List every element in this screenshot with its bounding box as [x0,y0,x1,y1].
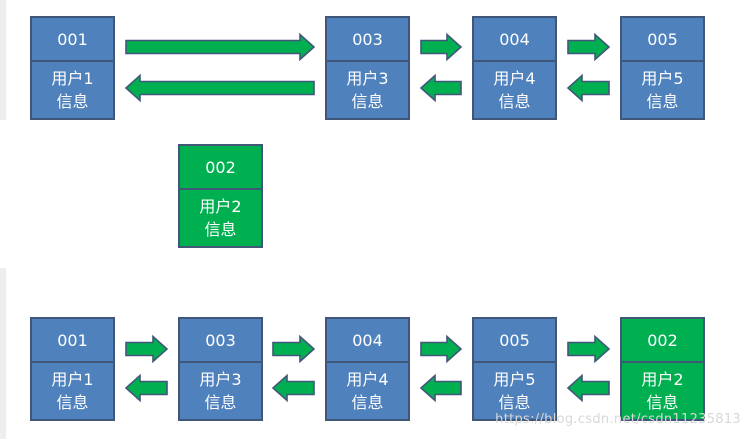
arrow-next-005-002 [567,334,611,364]
bottom-node-003: 003 用户3 信息 [178,317,263,421]
node-id: 002 [622,319,703,363]
node-label: 用户5 [493,370,536,389]
node-label: 用户3 [346,69,389,88]
node-id: 002 [180,146,261,190]
arrow-prev-005-004 [566,73,610,103]
top-node-001: 001 用户1 信息 [30,16,115,120]
node-id: 003 [180,319,261,363]
node-id: 004 [327,319,408,363]
bottom-node-001: 001 用户1 信息 [30,317,115,421]
node-info: 用户1 信息 [32,363,113,419]
arrow-prev-003-001 [124,73,315,103]
node-info: 用户5 信息 [622,62,703,118]
node-info: 用户2 信息 [622,363,703,419]
node-info-text: 信息 [351,92,384,111]
node-info-text: 信息 [204,393,237,412]
node-info: 用户4 信息 [327,363,408,419]
arrow-next-004-005 [567,32,611,62]
node-label: 用户3 [199,370,242,389]
node-label: 用户2 [199,197,242,216]
arrow-prev-004-003 [419,73,462,103]
arrow-next-001-003 [125,32,316,62]
node-label: 用户1 [51,370,94,389]
node-info: 用户2 信息 [180,190,261,246]
arrow-prev-005-004 [419,373,462,403]
node-id: 005 [474,319,555,363]
arrow-next-004-005 [420,334,463,364]
bottom-node-005: 005 用户5 信息 [472,317,557,421]
node-info-text: 信息 [351,393,384,412]
node-info-text: 信息 [56,393,89,412]
node-info: 用户4 信息 [474,62,555,118]
node-label: 用户4 [493,69,536,88]
node-id: 005 [622,18,703,62]
new-node-002: 002 用户2 信息 [178,144,263,248]
node-info-text: 信息 [498,393,531,412]
node-info: 用户1 信息 [32,62,113,118]
node-id: 004 [474,18,555,62]
node-info: 用户5 信息 [474,363,555,419]
arrow-next-003-004 [420,32,463,62]
arrow-next-003-004 [272,334,316,364]
node-info-text: 信息 [646,92,679,111]
left-edge-strip-top [0,0,6,120]
watermark: https://blog.csdn.net/csdn11235813 [495,412,741,427]
bottom-node-002: 002 用户2 信息 [620,317,705,421]
top-node-003: 003 用户3 信息 [325,16,410,120]
node-label: 用户4 [346,370,389,389]
node-info-text: 信息 [56,92,89,111]
node-id: 001 [32,18,113,62]
node-id: 001 [32,319,113,363]
top-node-005: 005 用户5 信息 [620,16,705,120]
arrow-next-001-003 [125,334,169,364]
bottom-node-004: 004 用户4 信息 [325,317,410,421]
node-info: 用户3 信息 [327,62,408,118]
left-edge-strip-bottom [0,268,6,439]
node-label: 用户5 [641,69,684,88]
arrow-prev-003-001 [124,373,168,403]
node-info-text: 信息 [204,220,237,239]
top-node-004: 004 用户4 信息 [472,16,557,120]
node-info-text: 信息 [646,393,679,412]
arrow-prev-004-003 [271,373,315,403]
node-info: 用户3 信息 [180,363,261,419]
node-label: 用户1 [51,69,94,88]
node-label: 用户2 [641,370,684,389]
node-id: 003 [327,18,408,62]
node-info-text: 信息 [498,92,531,111]
arrow-prev-002-005 [566,373,610,403]
